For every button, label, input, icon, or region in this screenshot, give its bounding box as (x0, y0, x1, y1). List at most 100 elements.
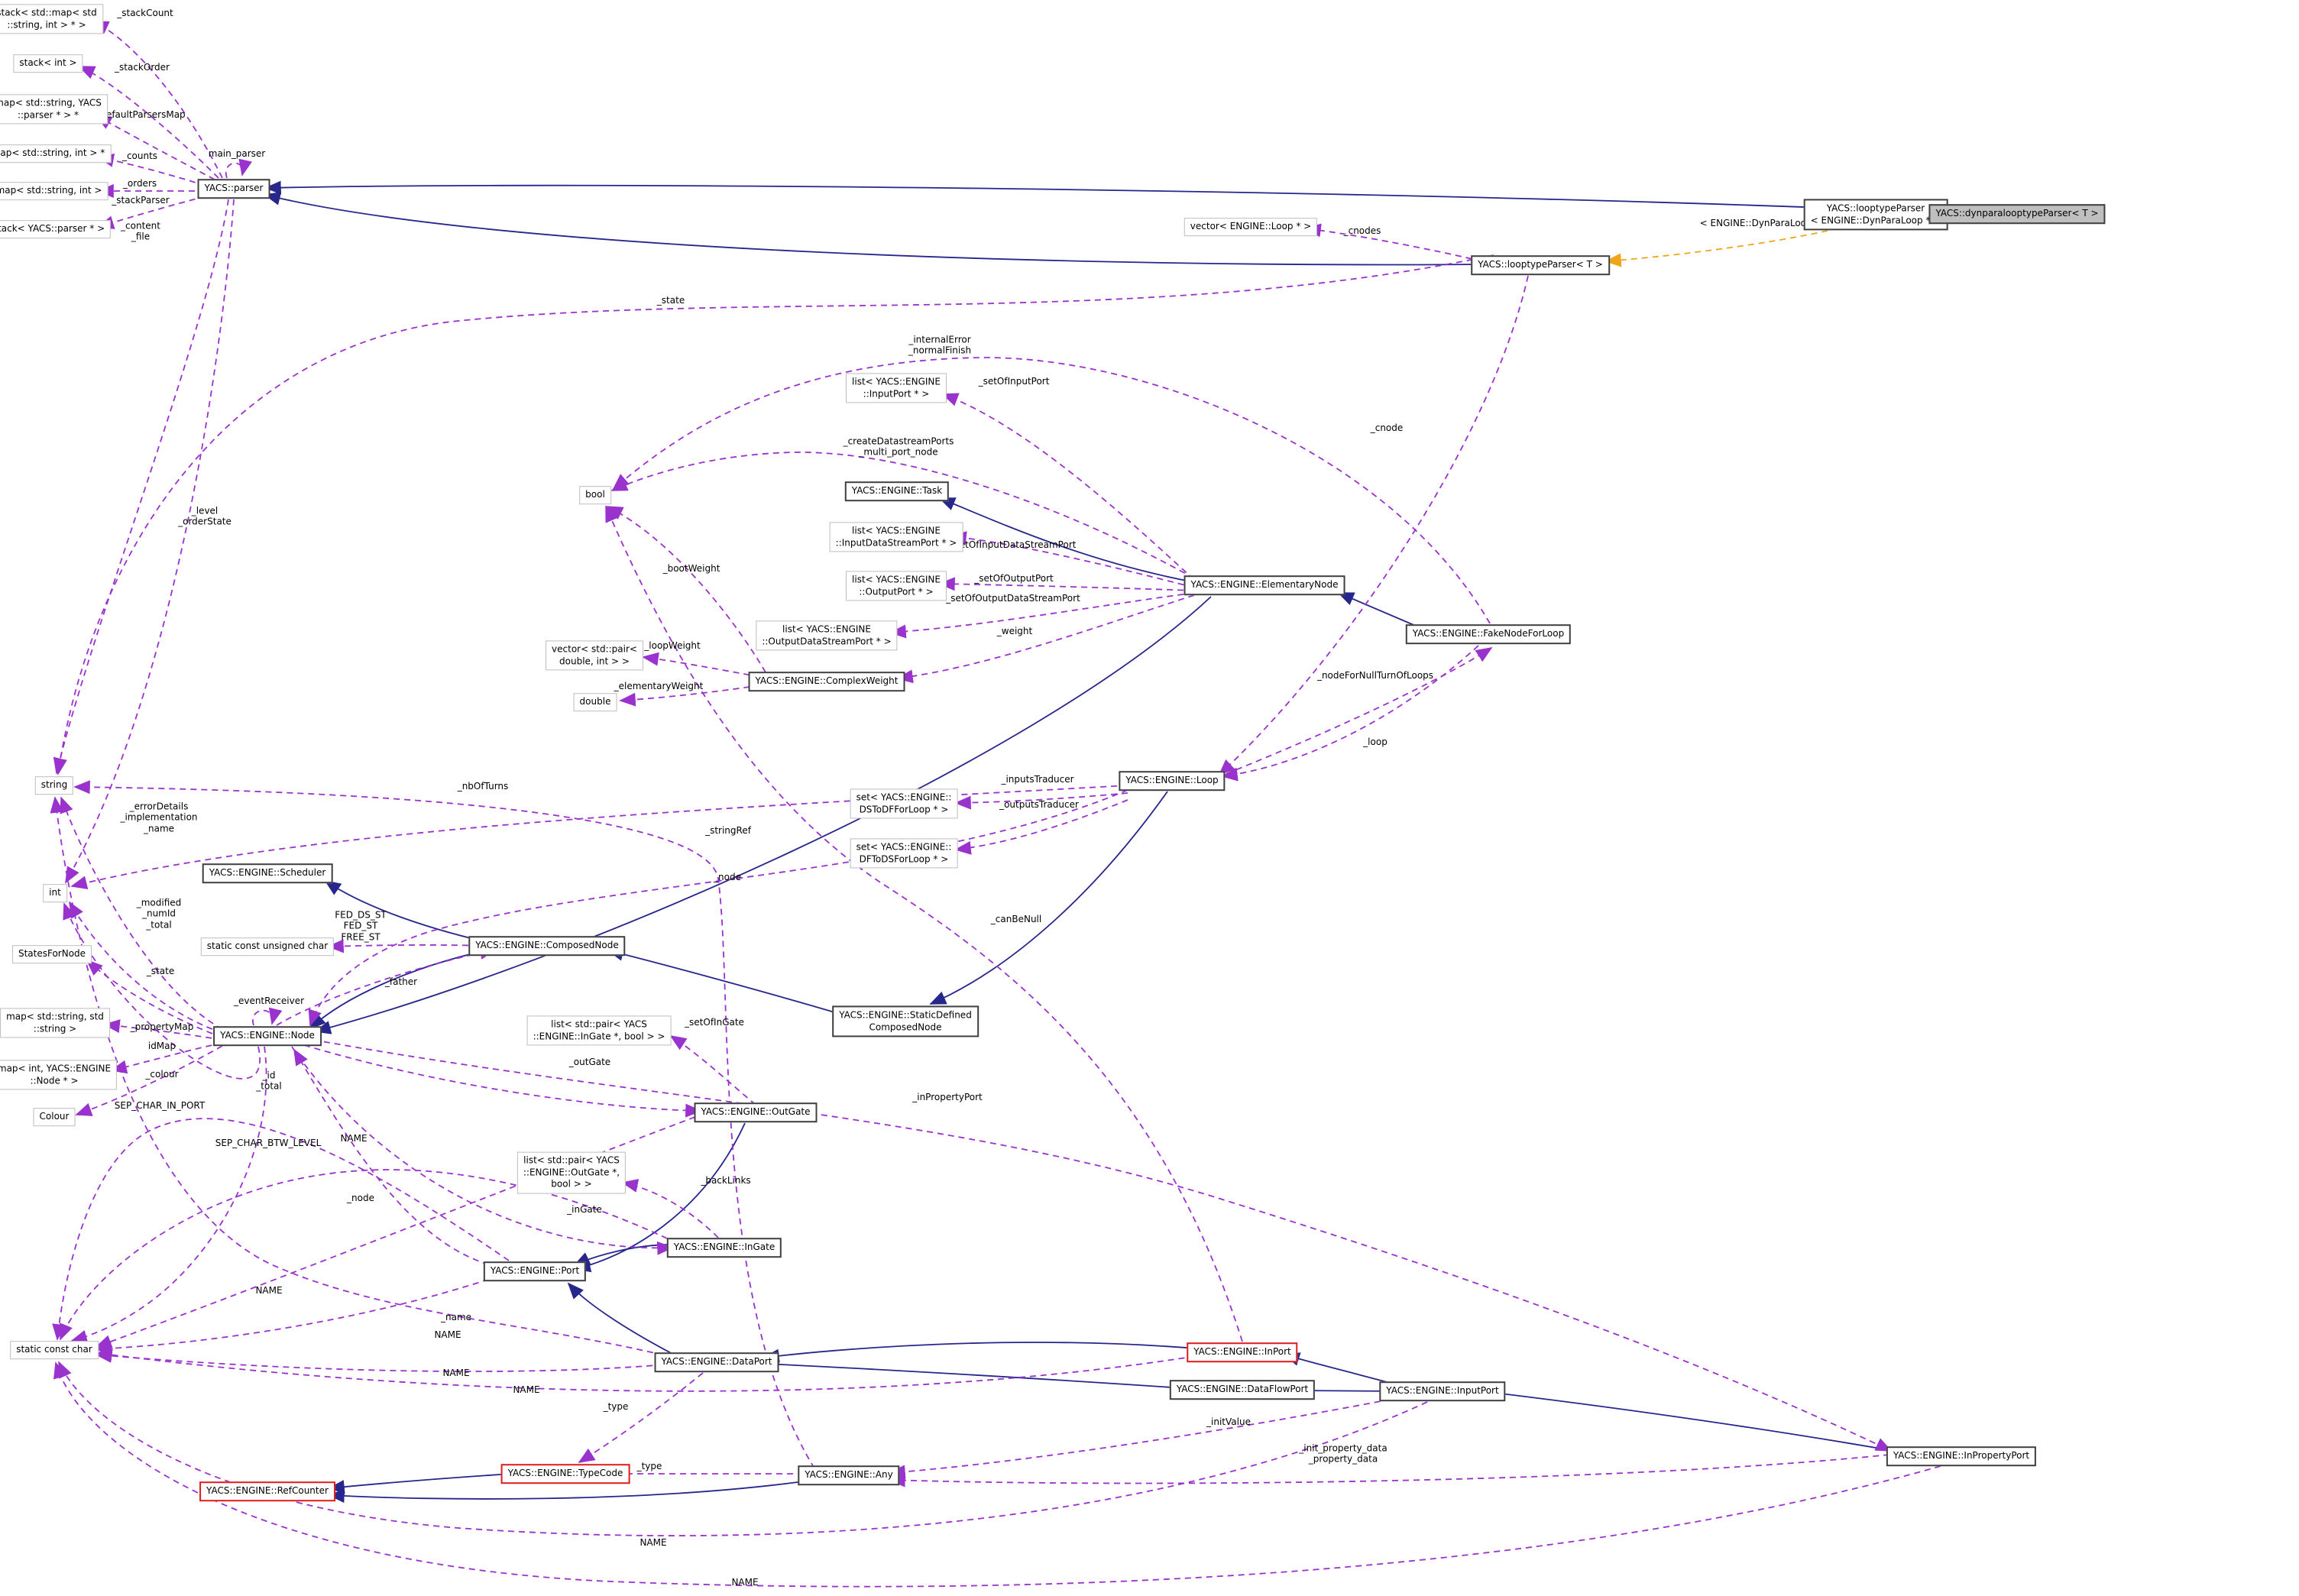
edge-outgate-to-port-inheritance-arrow (574, 1122, 746, 1273)
class-box-refcounter[interactable]: YACS::ENGINE::RefCounter (199, 1481, 335, 1501)
edge-label-line: _normalFinish (908, 345, 972, 356)
edge-label-inputstraducer: _inputsTraducer (1001, 774, 1073, 785)
edge-label-loop-member: _loop (1363, 736, 1387, 747)
node-label-line: list< YACS::ENGINE (852, 574, 941, 585)
node-label-line: ::OutputDataStreamPort * > (762, 636, 892, 646)
edge-label-line: _file (131, 231, 151, 242)
edge-label-line: _setOfOutputDataStreamPort (946, 592, 1080, 604)
edge-label-outgate-member: _outGate (569, 1057, 610, 1067)
edge-label-line: _propertyMap (130, 1021, 194, 1032)
type-box-int: int (43, 884, 67, 902)
class-box-inputport[interactable]: YACS::ENGINE::InputPort (1379, 1381, 1506, 1401)
edge-any-to-refcounter-inheritance-arrow (328, 1479, 815, 1504)
node-label-line: vector< ENGINE::Loop * > (1190, 221, 1312, 232)
node-label-line: ::ENGINE::OutGate *, (523, 1167, 620, 1178)
edge-label-line: _initValue (1206, 1416, 1251, 1427)
node-label-line: < ENGINE::DynParaLoop * > (1810, 215, 1941, 225)
class-box-fakenodeforloop[interactable]: YACS::ENGINE::FakeNodeForLoop (1405, 624, 1572, 644)
class-box-composednode[interactable]: YACS::ENGINE::ComposedNode (468, 936, 626, 956)
node-label-line: YACS::ENGINE::InPropertyPort (1893, 1450, 2030, 1462)
edge-label-line: _name (143, 823, 175, 834)
class-box-typecode[interactable]: YACS::ENGINE::TypeCode (500, 1464, 630, 1484)
edge-label-line: _nbOfTurns (457, 780, 509, 792)
class-box-task[interactable]: YACS::ENGINE::Task (844, 481, 950, 501)
edge-label-line: _state (146, 965, 175, 976)
node-label-line: YACS::dynparalooptypeParser< T > (1935, 208, 2099, 219)
edge-label-idmap: idMap (148, 1041, 176, 1051)
node-label-line: bool (585, 489, 605, 500)
edge-dataflow-to-dataport-inheritance-arrow (763, 1357, 1196, 1390)
edge-label-node-from-port: _node (347, 1193, 374, 1203)
edge-label-name-inputport: NAME (640, 1537, 666, 1548)
edge-label-stringref: _stringRef (705, 825, 751, 836)
type-box-list-outputdatastreamport: list< YACS::ENGINE::OutputDataStreamPort… (756, 620, 898, 651)
edge-label-name-port: NAME (434, 1329, 461, 1340)
edge-label-line: _numId (141, 908, 176, 919)
node-label-line: ::OutputPort * > (859, 586, 934, 597)
class-box-dataport[interactable]: YACS::ENGINE::DataPort (654, 1352, 779, 1372)
class-box-loop[interactable]: YACS::ENGINE::Loop (1119, 771, 1226, 791)
node-label-line: ::Node * > (30, 1075, 79, 1086)
class-box-inport[interactable]: YACS::ENGINE::InPort (1187, 1342, 1298, 1362)
edge-label-outputstraducer: _outputsTraducer (999, 799, 1079, 810)
type-box-vector-pair-double-int: vector< std::pair<double, int > > (546, 640, 643, 671)
edge-label-line: _defaultParsersMap (96, 108, 186, 120)
edge-label-type-any: _type (637, 1461, 662, 1471)
class-box-parser[interactable]: YACS::parser (197, 179, 270, 199)
edge-elementary-to-task-inheritance-arrow (938, 497, 1195, 583)
node-label-line: ::InputPort * > (863, 388, 930, 399)
class-box-elementarynode[interactable]: YACS::ENGINE::ElementaryNode (1183, 575, 1345, 595)
node-label-line: YACS::ENGINE::OutGate (701, 1106, 811, 1118)
edge-label-defaultparsersmap: _defaultParsersMap (96, 109, 185, 120)
class-box-looptypeparser-dynparaloop[interactable]: YACS::looptypeParser< ENGINE::DynParaLoo… (1803, 199, 1948, 231)
edge-level-orderstate-usage-arrow (65, 199, 235, 884)
edge-label-line: _inGate (567, 1203, 602, 1215)
edge-label-line: NAME (255, 1284, 283, 1296)
class-box-outgate[interactable]: YACS::ENGINE::OutGate (694, 1102, 818, 1122)
node-label-line: ::string > (33, 1023, 77, 1034)
edge-label-internalerror-normalfinish: _internalError_normalFinish (908, 335, 971, 357)
edge-name-inpropertyport-usage-arrow (53, 1361, 1941, 1588)
class-box-dynparalooptypeparser[interactable]: YACS::dynparalooptypeParser< T > (1928, 204, 2106, 224)
edge-type-dataport-usage-arrow (578, 1372, 704, 1463)
class-box-inpropertyport[interactable]: YACS::ENGINE::InPropertyPort (1886, 1446, 2037, 1466)
edge-label-line: SEP_CHAR_BTW_LEVEL (215, 1137, 322, 1148)
class-box-ingate[interactable]: YACS::ENGINE::InGate (666, 1238, 782, 1258)
edge-label-line: _total (146, 919, 172, 931)
node-label-line: YACS::ENGINE::FakeNodeForLoop (1412, 628, 1565, 639)
edge-label-setofinputport: _setOfInputPort (979, 376, 1050, 387)
edge-label-line: < ENGINE::DynParaLoop * > (1699, 217, 1831, 228)
edge-label-line: _orderState (178, 516, 232, 527)
class-box-port[interactable]: YACS::ENGINE::Port (483, 1261, 587, 1281)
edge-setofinputport-usage-arrow (941, 393, 1195, 581)
edge-name-inport-usage-arrow (96, 1348, 1206, 1392)
type-box-map-string-parser: map< std::string, YACS::parser * > * (0, 94, 108, 125)
edge-label-line: _multi_port_node (859, 447, 938, 458)
type-box-list-inputdatastreamport: list< YACS::ENGINE::InputDataStreamPort … (829, 522, 963, 552)
edge-label-main-parser-self: main_parser (209, 148, 265, 159)
edge-label-createdatastreamports: _createDatastreamPorts_multi_port_node (844, 436, 954, 458)
node-label-line: YACS::ENGINE::StaticDefined (839, 1009, 972, 1021)
edge-name-port-usage-arrow (95, 1275, 500, 1355)
class-box-node[interactable]: YACS::ENGINE::Node (213, 1026, 322, 1046)
edge-label-line: _setOfInGate (685, 1016, 744, 1028)
class-box-any[interactable]: YACS::ENGINE::Any (798, 1465, 900, 1485)
node-label-line: YACS::ENGINE::ElementaryNode (1190, 579, 1339, 591)
edge-label-line: _name (440, 1311, 472, 1322)
edge-label-line: FED_DS_ST (335, 909, 387, 921)
edge-label-name-ingate: NAME (340, 1133, 367, 1144)
class-box-looptypeparser-t[interactable]: YACS::looptypeParser< T > (1471, 255, 1610, 275)
edge-label-line: _stackOrder (115, 61, 170, 73)
class-box-scheduler[interactable]: YACS::ENGINE::Scheduler (202, 863, 333, 883)
edge-initvalue-usage-arrow (889, 1397, 1402, 1479)
edge-label-line: _inputsTraducer (1001, 773, 1074, 785)
edge-label-line: _node (714, 871, 741, 882)
edge-label-line: _implementation (120, 811, 198, 823)
node-label-line: vector< std::pair< (552, 643, 637, 655)
edge-label-line: _colour (145, 1068, 179, 1080)
type-box-static-const-char: static const char (10, 1341, 99, 1359)
class-box-complexweight[interactable]: YACS::ENGINE::ComplexWeight (748, 672, 905, 691)
class-box-dataflowport[interactable]: YACS::ENGINE::DataFlowPort (1169, 1380, 1316, 1400)
edge-inprop-to-inputport-inheritance-arrow (1487, 1387, 1890, 1451)
